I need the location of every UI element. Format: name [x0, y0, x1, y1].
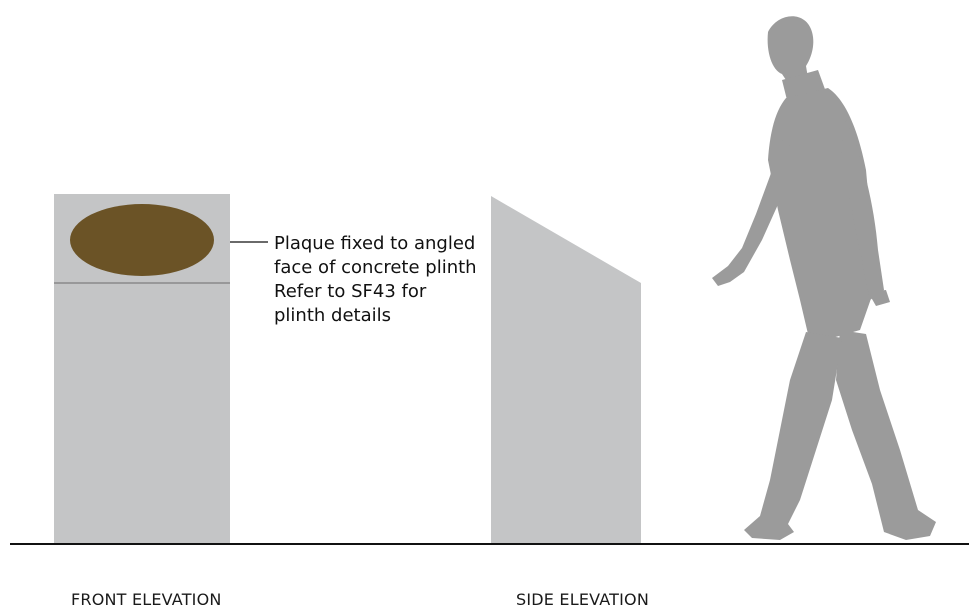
annotation-line-2: face of concrete plinth [274, 257, 477, 278]
annotation-line-3: Refer to SF43 for [274, 281, 427, 302]
human-scale-figure [712, 16, 936, 540]
annotation-line-1: Plaque fixed to angled [274, 233, 476, 254]
annotation-line-4: plinth details [274, 305, 391, 326]
side-plinth [491, 196, 641, 544]
side-elevation-group [491, 196, 641, 544]
front-elevation-group [54, 194, 268, 544]
plaque [70, 204, 214, 276]
side-elevation-caption: SIDE ELEVATION [516, 590, 650, 609]
plaque-annotation: Plaque fixed to angled face of concrete … [274, 232, 499, 328]
front-elevation-caption: FRONT ELEVATION [71, 590, 222, 609]
